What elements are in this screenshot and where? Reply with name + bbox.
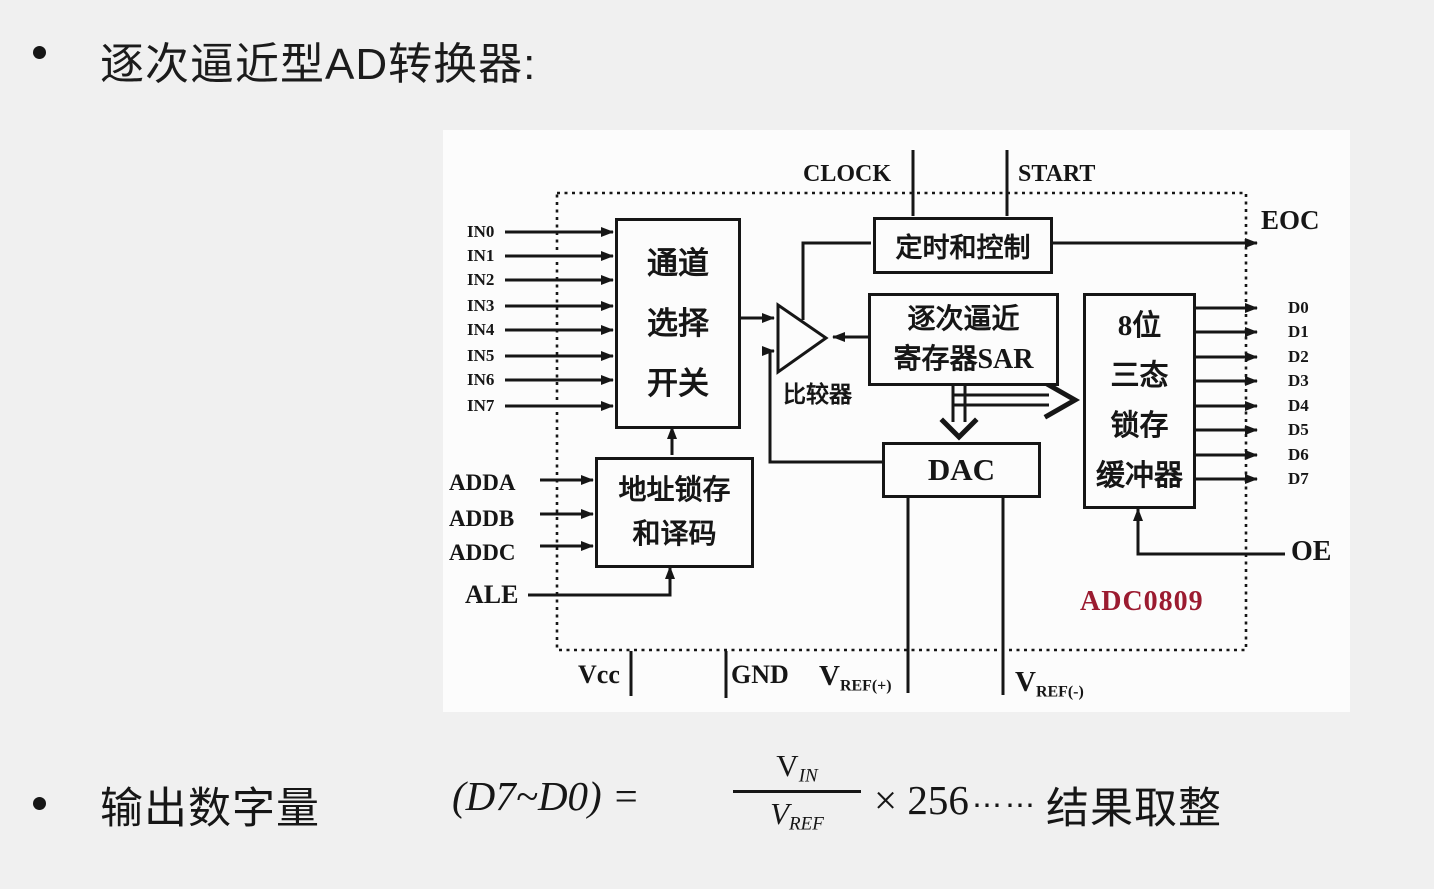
block-channel-switch: 通道 选择 开关	[615, 218, 741, 429]
pin-d7: D7	[1288, 469, 1309, 488]
fraction-denominator: VREF	[770, 795, 824, 835]
pin-d4: D4	[1288, 396, 1309, 415]
bus-arrowhead-right	[1043, 380, 1081, 420]
pin-in7: IN7	[467, 396, 495, 415]
block-address-latch-decoder: 地址锁存 和译码	[595, 457, 754, 568]
pin-in1: IN1	[467, 246, 495, 265]
pin-oe: OE	[1291, 536, 1332, 567]
chip-name-label: ADC0809	[1080, 586, 1204, 617]
pin-d6: D6	[1288, 445, 1309, 464]
block-tristate-buffer: 8位 三态 锁存 缓冲器	[1083, 293, 1196, 509]
pin-ale: ALE	[465, 580, 519, 609]
page-title: 逐次逼近型AD转换器:	[100, 40, 537, 89]
pin-in6: IN6	[467, 370, 495, 389]
pin-start: START	[1018, 161, 1096, 187]
bus-arrowhead-down	[939, 417, 979, 441]
formula-fraction: VIN VREF	[733, 750, 861, 833]
pin-clock: CLOCK	[803, 161, 892, 187]
block-timing-control: 定时和控制	[873, 217, 1053, 274]
block-sar: 逐次逼近 寄存器SAR	[868, 293, 1059, 386]
pin-d0: D0	[1288, 298, 1309, 317]
pin-gnd: GND	[731, 660, 789, 689]
formula-ellipsis: ⋯⋯	[972, 789, 1038, 822]
pin-in0: IN0	[467, 222, 495, 241]
formula-note: 结果取整	[1046, 785, 1222, 833]
pin-d2: D2	[1288, 347, 1309, 366]
pin-in4: IN4	[467, 320, 495, 339]
block-dac: DAC	[882, 442, 1041, 498]
pin-vref-minus: VREF(-)	[1015, 666, 1084, 701]
adc0809-block-diagram: 通道 选择 开关 地址锁存 和译码 定时和控制 逐次逼近 寄存器SAR DAC …	[443, 130, 1350, 712]
pin-d3: D3	[1288, 371, 1309, 390]
pin-d5: D5	[1288, 420, 1309, 439]
fraction-bar	[733, 789, 861, 793]
formula-label: 输出数字量	[100, 785, 320, 833]
fraction-numerator: VIN	[776, 748, 818, 787]
diagram-lines	[505, 150, 1285, 698]
pin-vref-plus: VREF(+)	[819, 660, 892, 695]
pin-vcc: Vcc	[578, 660, 620, 689]
comparator-triangle	[776, 302, 829, 375]
pin-eoc: EOC	[1261, 205, 1320, 235]
bullet-icon	[33, 797, 46, 810]
pin-in5: IN5	[467, 346, 495, 365]
pin-in3: IN3	[467, 296, 495, 315]
pin-addb: ADDB	[449, 506, 515, 531]
comparator-label: 比较器	[783, 382, 852, 407]
pin-addc: ADDC	[449, 540, 516, 565]
formula-lhs: (D7~D0) =	[452, 773, 640, 819]
formula-multiplier: × 256	[874, 777, 969, 823]
bullet-icon	[33, 46, 46, 59]
pin-in2: IN2	[467, 270, 495, 289]
pin-d1: D1	[1288, 322, 1309, 341]
chip-boundary	[555, 191, 1248, 652]
pin-adda: ADDA	[449, 470, 516, 495]
